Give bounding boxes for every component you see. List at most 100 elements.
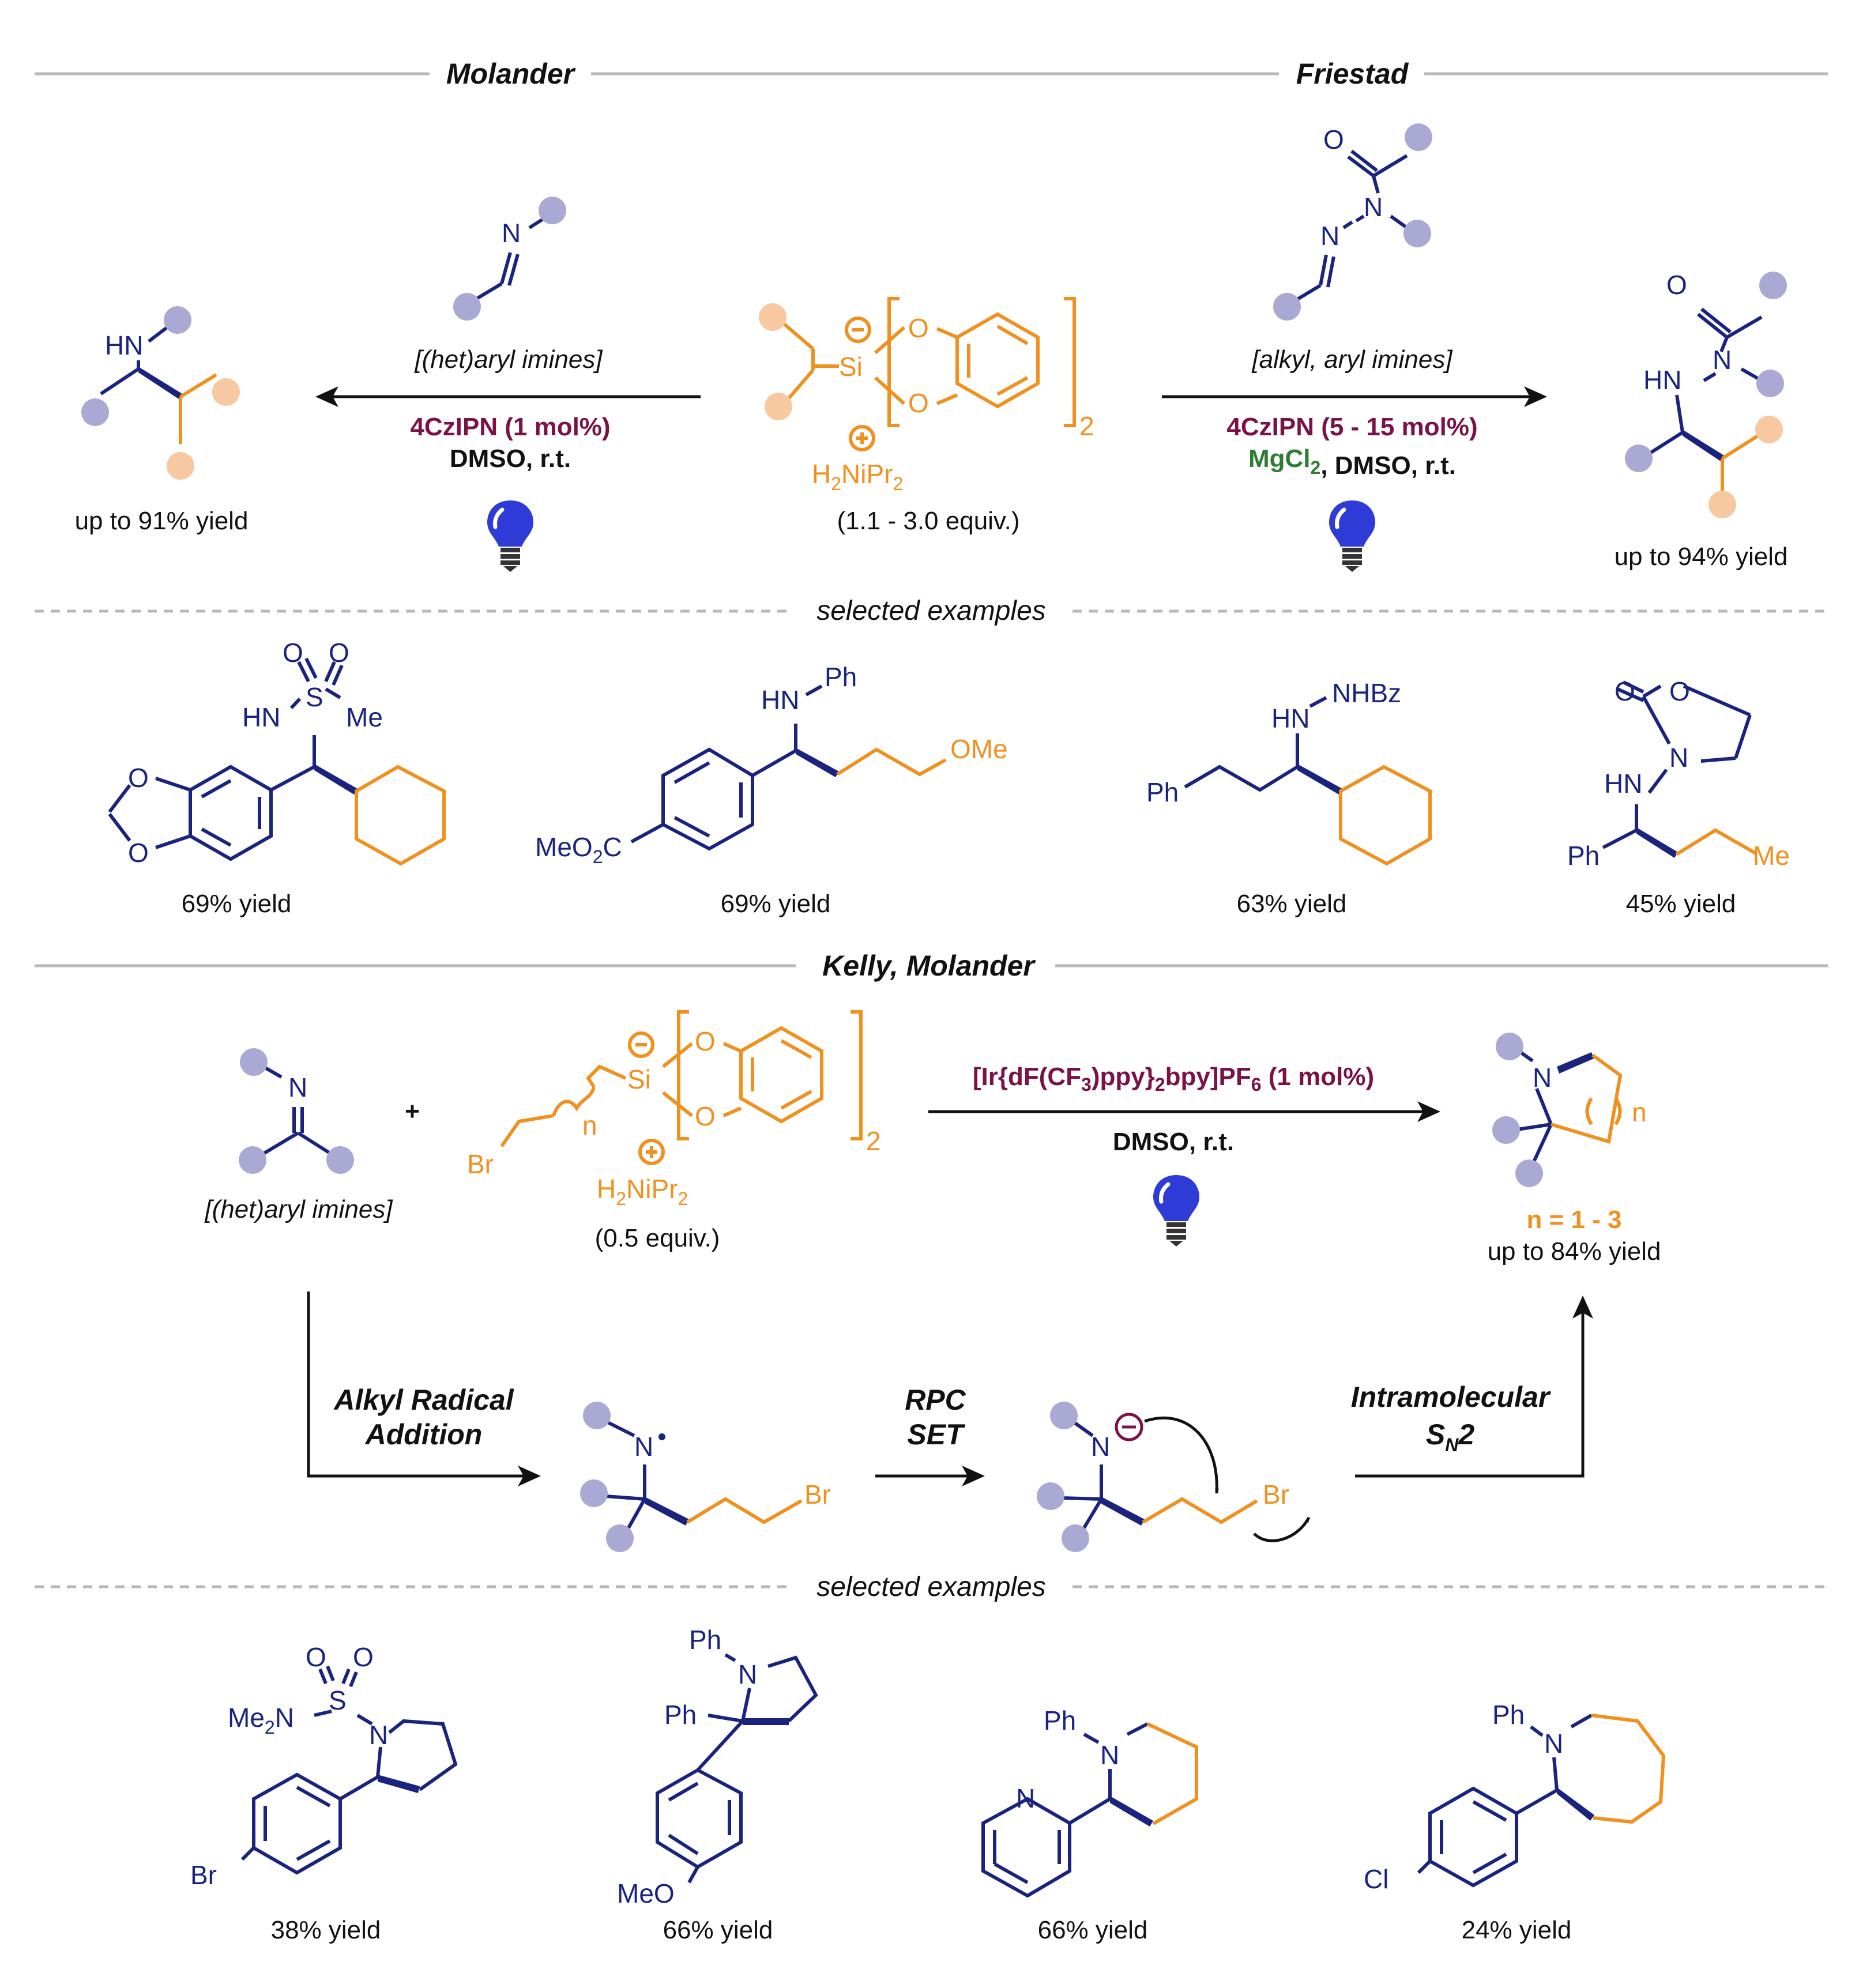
atom-label-br: Br [467, 1149, 494, 1179]
example-1-yield: 69% yield [182, 890, 292, 918]
imine-reactant-1: N [453, 197, 566, 321]
atom-label-n: N [634, 1432, 653, 1462]
chain-subscript-n: n [582, 1110, 597, 1140]
atom-label-me: Me [346, 702, 383, 732]
atom-label-ph: Ph [1567, 841, 1600, 871]
ring-subscript-n: n [1632, 1097, 1647, 1127]
bromoalkyl-silicate: Si O O n Br 2 H2NiPr2 [467, 1010, 881, 1209]
plus-sign: + [405, 1097, 420, 1125]
conditions-reaction-2: MgCl2, DMSO, r.t. [1248, 445, 1456, 480]
yield-reaction-1: up to 91% yield [75, 507, 249, 535]
atom-label-meo2c: MeO2C [535, 832, 622, 867]
atom-label-n: N [1100, 1740, 1119, 1770]
atom-label-n: N [1713, 345, 1732, 375]
product-amine-1: HN [81, 306, 240, 480]
atom-label-o: O [1323, 125, 1344, 155]
atom-label-ph: Ph [689, 1625, 721, 1655]
atom-label-o: O [1669, 676, 1690, 706]
atom-label-hn: HN [242, 702, 280, 732]
example-7-structure: N Ph N [981, 1705, 1198, 1898]
atom-label-s: S [329, 1685, 347, 1715]
ammonium-counterion: H2NiPr2 [597, 1174, 688, 1209]
atom-label-nhbz: NHBz [1332, 678, 1401, 708]
atom-label-hn: HN [761, 685, 799, 715]
atom-label-ph: Ph [825, 662, 857, 692]
stoich-subscript: 2 [1079, 411, 1094, 441]
mechanism-arrow-1 [307, 1292, 541, 1486]
atom-label-n: N [1544, 1729, 1563, 1759]
atom-label-si: Si [627, 1064, 651, 1094]
example-8-yield: 24% yield [1462, 1916, 1572, 1944]
atom-label-o: O [306, 1642, 326, 1672]
example-5-structure: N S O O Me2N Br [190, 1642, 458, 1890]
example-6-structure: N Ph Ph MeO [617, 1625, 818, 1908]
atom-label-si: Si [839, 352, 863, 382]
step-2-line-1: RPC [905, 1384, 966, 1416]
atom-label-ph: Ph [1146, 777, 1179, 807]
pyrrolidine-product-3: N n [1492, 1033, 1647, 1187]
step-3-line-1: Intramolecular [1351, 1381, 1551, 1413]
atom-label-ph: Ph [1044, 1705, 1076, 1735]
example-2-yield: 69% yield [721, 890, 831, 918]
atom-label-br: Br [804, 1479, 831, 1509]
ring-size-range: n = 1 - 3 [1526, 1206, 1621, 1234]
silicate-reagent: Si O O 2 H2NiPr2 [759, 297, 1094, 494]
atom-label-o: O [695, 1101, 716, 1131]
imine-reactant-3: N [239, 1048, 354, 1174]
atom-label-n: N [369, 1720, 388, 1750]
atom-label-n: N [1364, 192, 1383, 222]
step-1-line-1: Alkyl Radical [333, 1384, 514, 1416]
atom-label-o: O [695, 1026, 716, 1056]
amide-anion-intermediate: N Br [1037, 1402, 1311, 1552]
atom-label-o: O [283, 638, 303, 668]
atom-label-n: N [738, 1659, 757, 1689]
atom-label-n: N [1091, 1432, 1110, 1462]
atom-label-s: S [306, 682, 323, 712]
atom-label-n: N [1533, 1063, 1552, 1093]
header-kelly-molander: Kelly, Molander [822, 950, 1036, 982]
hydrazone-reactant: N N O [1273, 123, 1432, 321]
selected-examples-2: selected examples [816, 1572, 1046, 1602]
example-1-structure: O O HN S O O Me [108, 638, 446, 868]
reagent-equiv-1: (1.1 - 3.0 equiv.) [837, 507, 1019, 535]
curved-arrow-leaving [1253, 1516, 1311, 1542]
example-4-structure: O O N HN Ph Me [1567, 676, 1790, 871]
atom-label-me: Me [1753, 841, 1790, 871]
atom-label-o: O [128, 838, 149, 868]
imine-class-2: [alkyl, aryl imines] [1251, 345, 1453, 374]
selected-examples-1: selected examples [816, 596, 1046, 626]
atom-label-ome: OMe [950, 734, 1008, 764]
light-bulb-icon [1329, 500, 1375, 572]
atom-label-n: N [1016, 1783, 1035, 1813]
atom-label-br: Br [190, 1860, 217, 1890]
atom-label-cl: Cl [1364, 1864, 1388, 1894]
conditions-reaction-3: DMSO, r.t. [1113, 1128, 1234, 1156]
light-bulb-icon [1153, 1175, 1199, 1247]
curved-arrow-attack [1144, 1417, 1220, 1494]
step-2-line-2: SET [907, 1418, 966, 1451]
example-7-yield: 66% yield [1038, 1916, 1148, 1944]
mechanism-arrow-3 [1355, 1296, 1593, 1478]
yield-reaction-2: up to 94% yield [1615, 543, 1788, 571]
atom-label-n: N [1669, 743, 1688, 773]
example-6-yield: 66% yield [663, 1916, 773, 1944]
atom-label-ph: Ph [664, 1700, 697, 1730]
light-bulb-icon [487, 500, 533, 572]
example-5-yield: 38% yield [271, 1916, 381, 1944]
product-hydrazine-2: HN N O [1625, 270, 1787, 518]
atom-label-meo: MeO [617, 1878, 675, 1908]
example-3-structure: Ph HN NHBz [1146, 678, 1432, 866]
imine-class-3: [(het)aryl imines] [204, 1195, 393, 1223]
atom-label-o: O [1615, 676, 1635, 706]
atom-label-hn: HN [1604, 769, 1642, 799]
ammonium-counterion: H2NiPr2 [812, 459, 903, 494]
catalyst-reaction-2: 4CzIPN (5 - 15 mol%) [1226, 413, 1477, 441]
atom-label-o: O [329, 638, 349, 668]
atom-label-br: Br [1263, 1479, 1289, 1509]
atom-label-o: O [908, 388, 929, 418]
atom-label-o: O [908, 313, 929, 343]
atom-label-ph: Ph [1492, 1700, 1525, 1730]
header-friestad: Friestad [1296, 58, 1409, 90]
stoich-subscript: 2 [866, 1126, 881, 1156]
